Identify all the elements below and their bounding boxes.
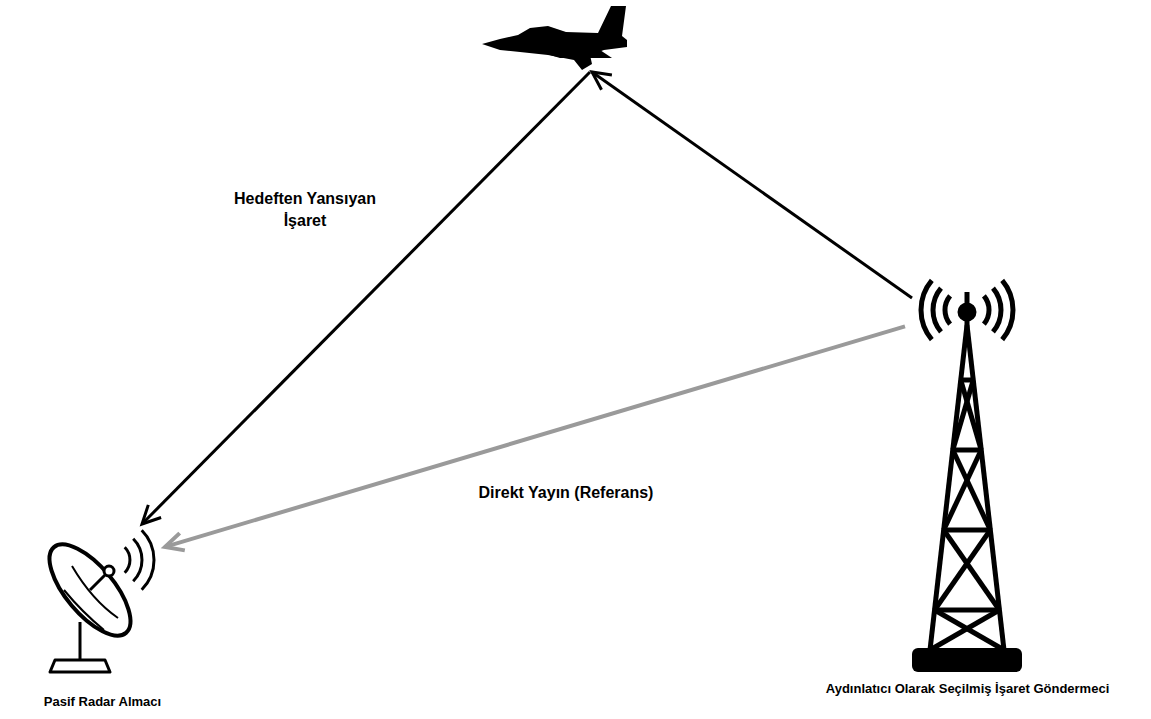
edge-label: Direkt Yayın (Referans): [476, 483, 657, 503]
tower-base: [912, 648, 1022, 672]
receiver-dish: [36, 530, 154, 672]
arrow-head: [142, 505, 161, 524]
connector-line: [165, 326, 905, 547]
device-label: Aydınlatıcı Olarak Seçilmiş İşaret Gönde…: [826, 681, 1109, 697]
path-label: Hedeften Yansıyan İşaret: [220, 188, 390, 231]
echo-line: [142, 72, 590, 524]
receiver-node: Pasif Radar Almacı: [40, 488, 165, 678]
jet-wing: [540, 50, 612, 58]
illumination-line: [592, 72, 912, 298]
jet-aircraft: [482, 6, 627, 70]
transmitter-tower: [921, 280, 1013, 650]
arrow-head: [165, 533, 185, 550]
transmitter-node: Aydınlatıcı Olarak Seçilmiş İşaret Gönde…: [905, 255, 1030, 675]
device-label: Pasif Radar Almacı: [44, 694, 161, 710]
signal-connector: [165, 326, 905, 550]
arrow-head: [592, 72, 612, 90]
